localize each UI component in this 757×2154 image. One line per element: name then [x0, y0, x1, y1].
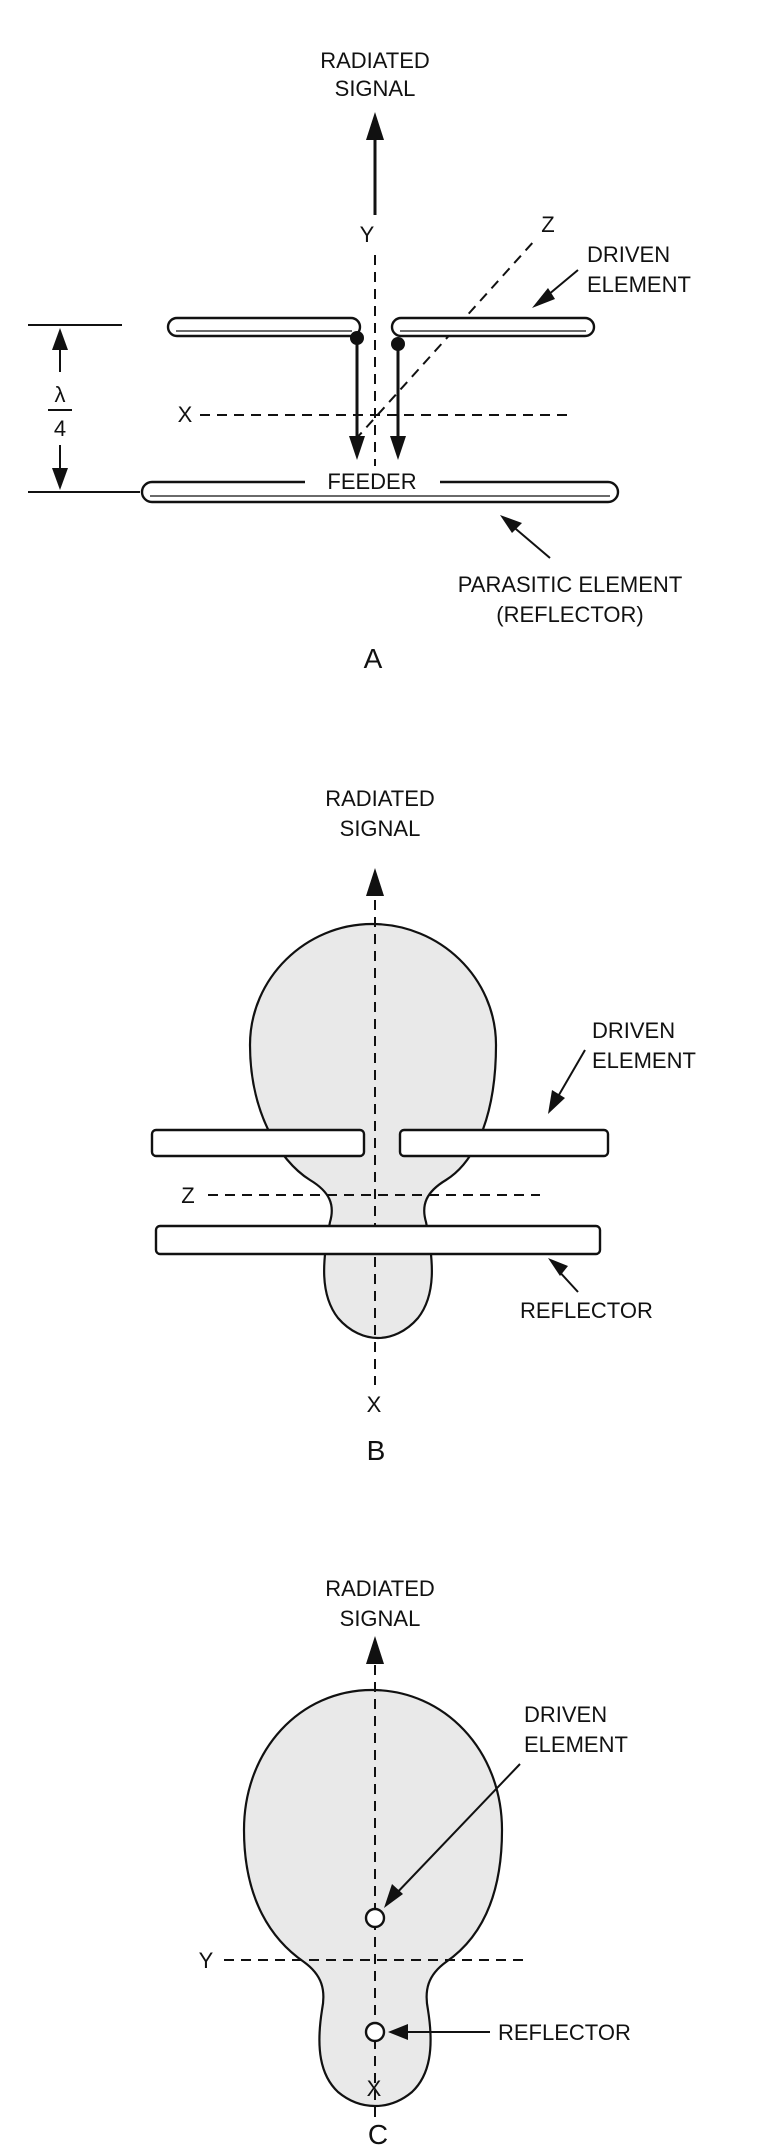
panel-a-feeder-label-bg	[305, 466, 440, 492]
panel-a-feeder-label: FEEDER	[327, 469, 416, 494]
panel-a-feed-point-left	[350, 331, 364, 345]
panel-a-driven-element-pointer-head	[532, 288, 555, 308]
panel-c-reflector-pointer-head	[388, 2024, 408, 2040]
panel-b-driven-element-pointer	[555, 1049, 586, 1101]
panel-c-radiation-pattern	[242, 1688, 504, 2108]
panel-a-radiated-signal-line1: RADIATED	[320, 48, 430, 73]
panel-a: RADIATED SIGNAL Y Z X DRIVEN ELEMENT	[28, 48, 691, 674]
panel-c-axis-x-label: X	[367, 2076, 382, 2101]
panel-b-reflector-label: REFLECTOR	[520, 1298, 653, 1323]
panel-a-parasitic-pointer-head	[500, 515, 522, 533]
panel-c-radiated-signal-line2: SIGNAL	[340, 1606, 421, 1631]
panel-c-reflector-point	[364, 2021, 386, 2043]
panel-c-driven-element-pointer-head	[384, 1884, 403, 1908]
panel-a-parasitic-element-line2: (REFLECTOR)	[496, 602, 644, 627]
panel-a-axis-x-label: X	[178, 402, 193, 427]
panel-c-driven-element-line2: ELEMENT	[524, 1732, 628, 1757]
panel-a-driven-element-line1: DRIVEN	[587, 242, 670, 267]
panel-b-axis-z-label: Z	[181, 1183, 194, 1208]
panel-a-wavelength-divisor: 4	[54, 416, 66, 441]
panel-c-reflector-label: REFLECTOR	[498, 2020, 631, 2045]
panel-b: RADIATED SIGNAL DRIVEN ELEMENT Z REFLECT…	[150, 786, 696, 1466]
panel-a-signal-arrowhead	[366, 112, 384, 140]
panel-a-label: A	[364, 643, 383, 674]
panel-b-driven-element-left	[150, 1128, 366, 1158]
panel-c-driven-element-point	[364, 1907, 386, 1929]
panel-b-label: B	[367, 1435, 386, 1466]
panel-a-parasitic-pointer	[509, 523, 551, 559]
panel-c: RADIATED SIGNAL Y DRIVEN ELEMENT REFLECT…	[199, 1576, 631, 2150]
panel-a-driven-element-left	[166, 316, 362, 338]
panel-a-feeder-arrowhead-right	[390, 436, 406, 460]
panel-b-radiation-pattern	[248, 922, 498, 1340]
panel-b-radiated-signal-line1: RADIATED	[325, 786, 435, 811]
panel-c-radiated-signal-line1: RADIATED	[325, 1576, 435, 1601]
panel-b-driven-element-line1: DRIVEN	[592, 1018, 675, 1043]
panel-b-axis-x-label: X	[367, 1392, 382, 1417]
panel-b-signal-arrowhead	[366, 868, 384, 896]
panel-a-axis-z-label: Z	[541, 212, 554, 237]
panel-a-radiated-signal-line2: SIGNAL	[335, 76, 416, 101]
panel-c-axis-y-label: Y	[199, 1948, 214, 1973]
panel-b-driven-element-line2: ELEMENT	[592, 1048, 696, 1073]
panel-a-wavelength-symbol: λ	[55, 382, 66, 407]
panel-a-parasitic-element-line1: PARASITIC ELEMENT	[458, 572, 683, 597]
panel-a-axis-y-label: Y	[360, 222, 375, 247]
panel-a-driven-element-right	[390, 316, 596, 338]
panel-c-signal-arrowhead	[366, 1636, 384, 1664]
panel-c-label: C	[368, 2119, 388, 2150]
panel-a-driven-element-line2: ELEMENT	[587, 272, 691, 297]
panel-b-driven-element-pointer-head	[548, 1090, 565, 1114]
panel-a-feed-point-right	[391, 337, 405, 351]
panel-c-driven-element-pointer	[391, 1763, 521, 1899]
panel-b-reflector-pointer-head	[548, 1258, 568, 1276]
panel-a-dim-arrow-top	[52, 328, 68, 350]
panel-b-driven-element-right	[398, 1128, 610, 1158]
panel-b-radiated-signal-line2: SIGNAL	[340, 816, 421, 841]
panel-a-dim-arrow-bottom	[52, 468, 68, 490]
panel-c-driven-element-line1: DRIVEN	[524, 1702, 607, 1727]
panel-a-axis-z-line	[354, 239, 536, 441]
panel-a-feeder-arrowhead-left	[349, 436, 365, 460]
panel-b-reflector-rod	[154, 1224, 602, 1256]
